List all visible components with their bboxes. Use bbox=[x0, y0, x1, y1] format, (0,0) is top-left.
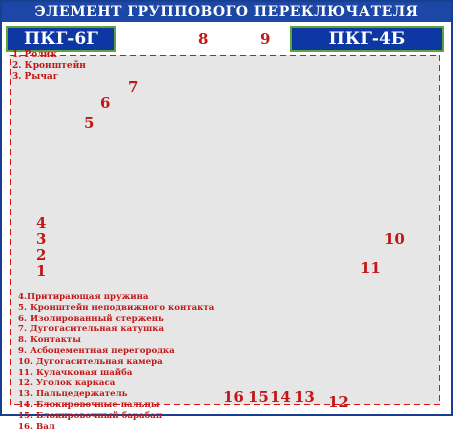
page-title: ЭЛЕМЕНТ ГРУППОВОГО ПЕРЕКЛЮЧАТЕЛЯ bbox=[2, 2, 451, 22]
callout-7: 7 bbox=[128, 78, 139, 96]
legend-item: 5. Кронштейн неподвижного контакта bbox=[18, 302, 215, 313]
legend-bottom: 4.Притирающая пружина 5. Кронштейн непод… bbox=[18, 292, 215, 432]
legend-item: 16. Вал bbox=[18, 421, 55, 432]
model-badge-left: ПКГ-6Г bbox=[6, 26, 116, 52]
legend-item: 10. Дугогасительная камера bbox=[18, 356, 163, 367]
model-badge-right: ПКГ-4Б bbox=[290, 26, 444, 52]
legend-item: 15. Блокировочный барабан bbox=[18, 410, 163, 421]
legend-item: 9. Асбоцементная перегородка bbox=[18, 345, 175, 356]
callout-8: 8 bbox=[198, 30, 209, 48]
legend-item: 3. Рычаг bbox=[12, 72, 59, 82]
callout-12: 12 bbox=[328, 393, 349, 411]
callout-4: 4 bbox=[36, 214, 47, 232]
legend-item: 11. Кулачковая шайба bbox=[18, 367, 133, 378]
callout-11: 11 bbox=[360, 259, 381, 277]
callout-1: 1 bbox=[36, 262, 47, 280]
legend-item: 7. Дугогасительная катушка bbox=[18, 324, 165, 335]
callout-5: 5 bbox=[84, 114, 95, 132]
callout-15: 15 bbox=[248, 388, 269, 406]
legend-top: 1. Ролик 2. Кронштейн 3. Рычаг bbox=[12, 50, 132, 83]
switch-element-illustration bbox=[10, 55, 440, 405]
legend-item: 2. Кронштейн bbox=[12, 61, 86, 71]
callout-13: 13 bbox=[294, 388, 315, 406]
legend-item: 1. Ролик bbox=[12, 50, 57, 60]
callout-3: 3 bbox=[36, 230, 47, 248]
callout-9: 9 bbox=[260, 30, 271, 48]
legend-item: 14. Блокировочные пальцы bbox=[18, 399, 160, 410]
image-placeholder bbox=[10, 55, 440, 405]
legend-item: 12. Уголок каркаса bbox=[18, 378, 116, 389]
legend-item: 4.Притирающая пружина bbox=[18, 292, 149, 302]
callout-2: 2 bbox=[36, 246, 47, 264]
callout-14: 14 bbox=[270, 388, 291, 406]
callout-16: 16 bbox=[223, 388, 244, 406]
legend-item: 13. Пальцедержатель bbox=[18, 389, 128, 400]
callout-6: 6 bbox=[100, 94, 111, 112]
legend-item: 8. Контакты bbox=[18, 335, 81, 346]
callout-10: 10 bbox=[384, 230, 405, 248]
legend-item: 6. Изолированный стержень bbox=[18, 313, 164, 324]
